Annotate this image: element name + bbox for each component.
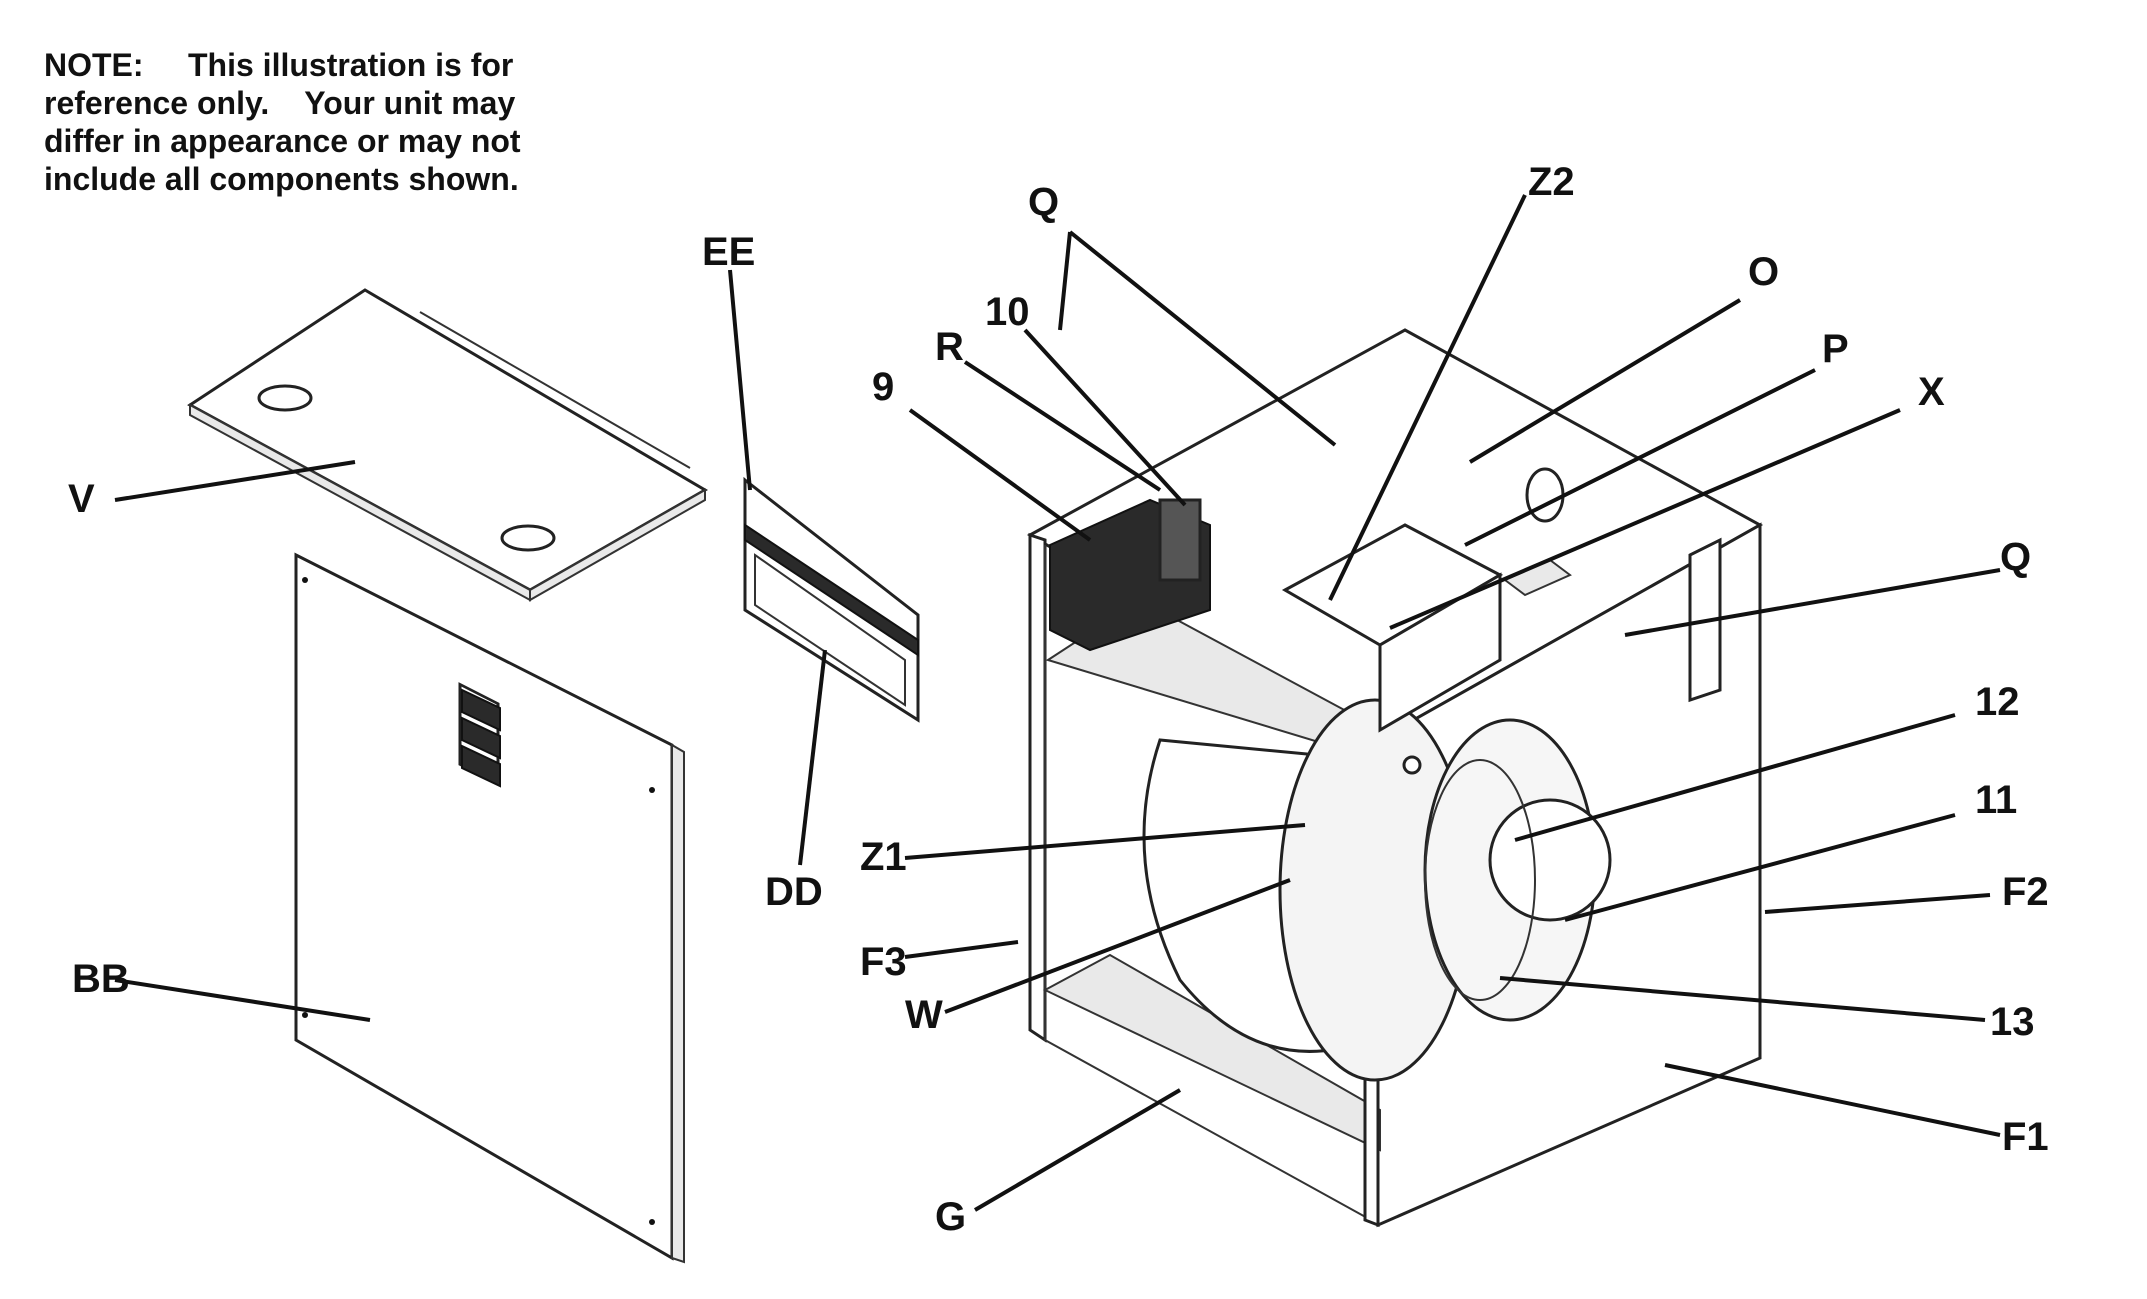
leader-dd <box>798 649 827 866</box>
leader-p <box>1464 368 1816 547</box>
note-line-3: differ in appearance or may not <box>44 123 521 159</box>
leader-f2 <box>1764 893 1991 914</box>
callout-f3: F3 <box>860 940 907 984</box>
callout-9: 9 <box>872 365 894 409</box>
leader-z1 <box>904 823 1306 860</box>
callout-bb: BB <box>72 957 130 1001</box>
control-label-panel <box>743 476 920 723</box>
callout-f1: F1 <box>2002 1115 2049 1159</box>
leader-g <box>973 1088 1182 1212</box>
leader-r <box>963 360 1162 492</box>
callout-13: 13 <box>1990 1000 2035 1044</box>
leader-12 <box>1514 713 1956 842</box>
callout-ee: EE <box>702 230 755 274</box>
leader-w <box>944 878 1291 1014</box>
reference-note: NOTE: This illustration is for reference… <box>44 46 584 198</box>
callout-w: W <box>905 993 943 1037</box>
leader-lines <box>114 194 2001 1212</box>
callout-11: 11 <box>1975 778 2017 822</box>
leader-13 <box>1499 976 1986 1022</box>
callout-g: G <box>935 1195 966 1239</box>
leader-v <box>114 460 356 502</box>
note-line-4: include all components shown. <box>44 161 519 197</box>
leader-o <box>1468 298 1742 464</box>
note-line-2: reference only. Your unit may <box>44 85 516 121</box>
callout-q-top: Q <box>1028 180 1059 224</box>
callout-z2: Z2 <box>1528 160 1575 204</box>
top-panel-v <box>187 288 708 602</box>
leader-q-top-a <box>1058 231 1072 331</box>
leader-bb <box>114 978 371 1022</box>
leader-f3 <box>904 940 1019 959</box>
callout-dd: DD <box>765 870 823 914</box>
callout-f2: F2 <box>2002 870 2049 914</box>
leader-ee <box>728 269 752 491</box>
note-line-1: NOTE: This illustration is for <box>44 47 514 83</box>
louver-vent <box>461 688 501 788</box>
callout-q-right: Q <box>2000 535 2031 579</box>
callout-12: 12 <box>1975 680 2020 724</box>
callout-10: 10 <box>985 290 1030 334</box>
callout-o: O <box>1748 250 1779 294</box>
leader-x <box>1389 408 1901 630</box>
callout-v: V <box>68 477 95 521</box>
callout-r: R <box>935 325 964 369</box>
callout-labels: Q EE Z2 O 10 R 9 P X V Q 12 11 Z1 DD F2 … <box>68 160 2049 1239</box>
leader-z2 <box>1328 194 1527 601</box>
leader-11 <box>1564 813 1956 922</box>
callout-x: X <box>1918 370 1945 414</box>
leader-q-top-b <box>1068 230 1337 447</box>
callout-p: P <box>1822 327 1849 371</box>
leader-9 <box>908 408 1092 542</box>
front-door-panel-bb <box>294 552 685 1264</box>
leader-q-right <box>1624 568 2001 637</box>
callout-z1: Z1 <box>860 835 907 879</box>
leader-10 <box>1023 328 1187 507</box>
leader-f1 <box>1664 1063 2001 1137</box>
